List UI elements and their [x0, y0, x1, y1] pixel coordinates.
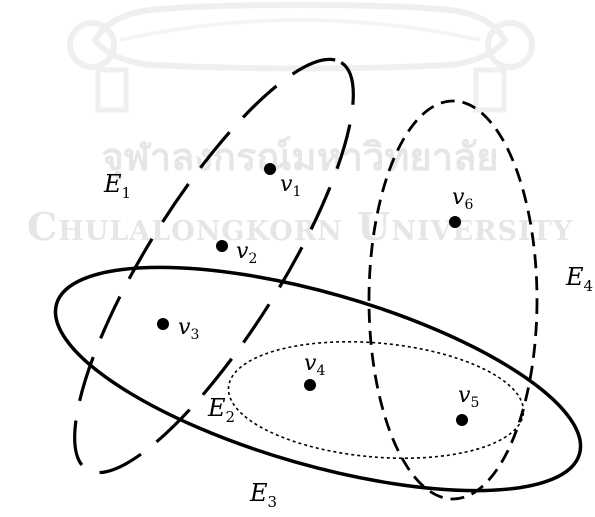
vertex-v4-dot: [304, 379, 316, 391]
vertex-v3-dot: [157, 318, 169, 330]
watermark-english-text: Chulalongkorn University: [27, 204, 573, 249]
hyperedge-e1-ellipse: [73, 57, 355, 475]
vertex-v6-dot: [449, 216, 461, 228]
watermark-thai-text: จุฬาลงกรณ์มหาวิทยาลัย: [101, 134, 498, 181]
vertex-v3-label: v3: [178, 315, 199, 343]
vertex-v1-label: v1: [280, 172, 301, 200]
hyperedge-e3-ellipse: [53, 265, 583, 493]
hyperedge-e1-label: E1: [103, 170, 131, 202]
vertex-v6-label: v6: [452, 185, 473, 213]
vertex-v4-label: v4: [304, 351, 325, 379]
vertex-v2-label: v2: [236, 239, 257, 267]
hyperedge-e4-ellipse: [367, 99, 539, 501]
hyperedge-e2-label: E2: [207, 394, 235, 426]
university-seal-watermark: [67, 1, 535, 113]
hyperedge-e4-label: E4: [565, 263, 593, 295]
vertex-v5-label: v5: [458, 383, 479, 411]
hyperedge-e2-ellipse: [227, 340, 525, 460]
hyperedge-e3-label: E3: [249, 479, 277, 511]
vertex-v1-dot: [264, 163, 276, 175]
vertex-v5-dot: [456, 414, 468, 426]
vertex-v2-dot: [216, 240, 228, 252]
